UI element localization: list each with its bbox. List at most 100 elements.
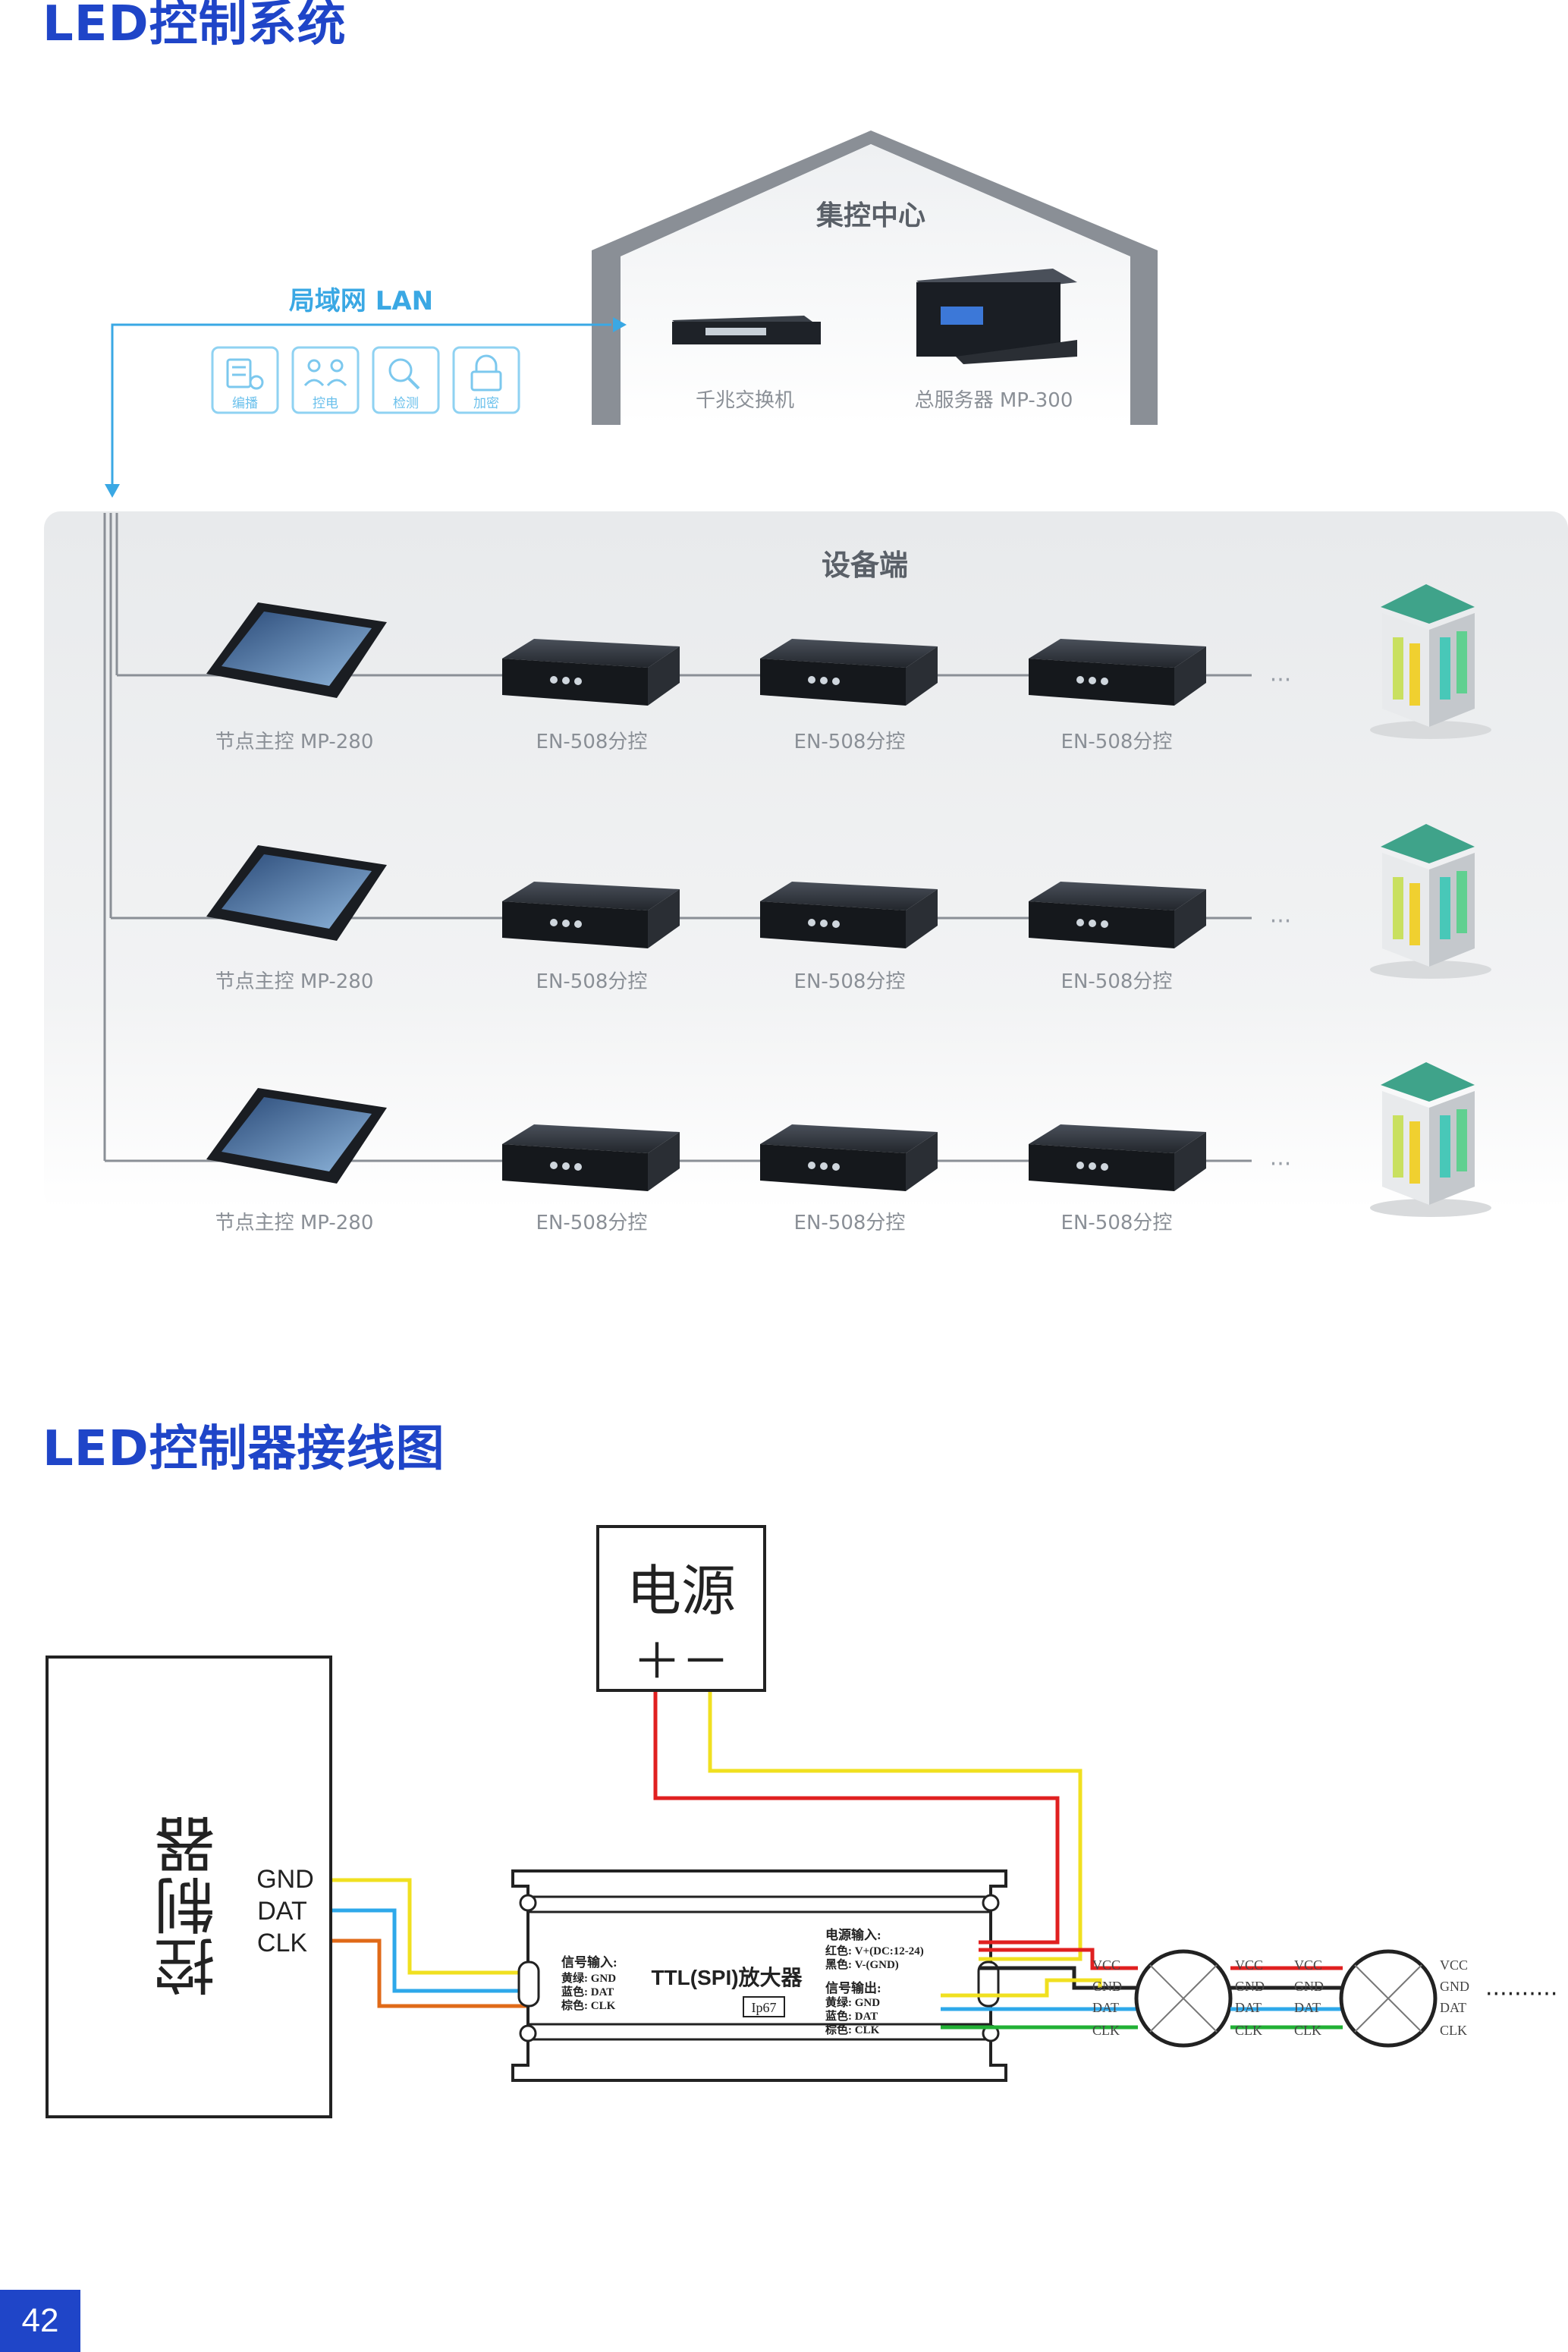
controller-label: EN-508分控 (1061, 970, 1173, 993)
pixel-pin-label: DAT (1235, 2000, 1262, 2015)
signal-out-title: 信号输出: (825, 1980, 881, 1995)
pixel-pin-label: GND (1235, 1979, 1265, 1994)
signal-out-line: 黄绿: GND (825, 1995, 880, 2009)
more-indicator: ··· (1270, 908, 1292, 935)
amp-title: TTL(SPI)放大器 (651, 1965, 803, 1989)
node-label: 节点主控 MP-280 (215, 970, 374, 993)
more-indicator: ··· (1270, 1151, 1292, 1178)
pixel-pin-label: CLK (1235, 2023, 1262, 2038)
power-in-title: 电源输入: (825, 1927, 881, 1942)
node-label: 节点主控 MP-280 (215, 731, 374, 753)
server-label: 总服务器 MP-300 (915, 389, 1073, 412)
controller-box-icon (502, 639, 680, 706)
controller-port-label: GND (256, 1865, 314, 1894)
ttl-amplifier: TTL(SPI)放大器 Ip67 信号输入: 黄绿: GND 蓝色: DAT 棕… (511, 1869, 1007, 2082)
lan-function-label: 检测 (393, 396, 419, 411)
controller-box-icon (760, 882, 938, 948)
controller-label: EN-508分控 (1061, 1212, 1173, 1234)
magnifier-icon (372, 346, 440, 414)
device-row: 节点主控 MP-280 EN-508分控 EN-508分控 EN-508分控 ·… (206, 1062, 1491, 1234)
pixel-pin-label: VCC (1235, 1957, 1263, 1973)
tablet-icon (206, 602, 387, 698)
input-wires (332, 1878, 543, 2008)
device-row: 节点主控 MP-280 EN-508分控 EN-508分控 EN-508分控 ·… (206, 824, 1491, 993)
controller-box-icon (1029, 1124, 1206, 1191)
switch-label: 千兆交换机 (696, 389, 794, 412)
lan-function-icons: 编播 控电 检测 加密 (211, 346, 520, 414)
controller-box-icon (1029, 639, 1206, 706)
controller: 控制器 GND DAT CLK (46, 1656, 332, 2118)
pixel-pin-label: CLK (1440, 2023, 1467, 2038)
power-title: 电源 (627, 1559, 736, 1623)
center-title: 集控中心 (815, 200, 925, 231)
controller-label: EN-508分控 (536, 970, 648, 993)
controller-label: EN-508分控 (536, 1212, 648, 1234)
controller-box-icon (502, 882, 680, 948)
controller-port-label: DAT (257, 1897, 306, 1926)
pixel-pin-label: DAT (1440, 2000, 1466, 2015)
page-number: 42 (0, 2290, 80, 2352)
lan-function-label: 编播 (232, 396, 258, 411)
power-in-line: 黑色: V-(GND) (825, 1957, 899, 1971)
controller-label: EN-508分控 (794, 731, 906, 753)
led-pixel: VCC GND DAT CLK (1092, 1949, 1233, 2048)
lock-icon (452, 346, 520, 414)
signal-in-line: 蓝色: DAT (561, 1985, 614, 1998)
signal-in-line: 黄绿: GND (561, 1971, 616, 1985)
chain-wires (1230, 1966, 1343, 2030)
users-icon (291, 346, 360, 414)
controller-port-label: CLK (257, 1929, 307, 1957)
pixel-pin-label: GND (1440, 1979, 1469, 1994)
main-server-icon (916, 269, 1077, 364)
gigabit-switch-icon (672, 316, 821, 344)
controller-label: EN-508分控 (794, 970, 906, 993)
signal-in-title: 信号输入: (561, 1954, 617, 1970)
pixel-pin-label: VCC (1294, 1957, 1322, 1973)
power-supply: 电源 ＋－ (596, 1525, 766, 1692)
building-icon (1370, 1062, 1491, 1217)
controller-box-icon (760, 639, 938, 706)
controller-box-icon (1029, 882, 1206, 948)
pixel-pin-label: GND (1092, 1979, 1122, 1994)
controller-title: 控制器 (155, 1815, 225, 1997)
signal-out-line: 蓝色: DAT (825, 2009, 878, 2023)
more-indicator: ··· (1270, 667, 1292, 693)
pixel-pin-label: CLK (1294, 2023, 1321, 2038)
list-icon (211, 346, 279, 414)
pixel-pin-label: VCC (1092, 1957, 1120, 1973)
led-pixel: VCC GND DAT CLK (1339, 1949, 1469, 2048)
controller-label: EN-508分控 (1061, 731, 1173, 753)
pixel-pin-label: DAT (1294, 2000, 1321, 2015)
more-indicator: ·········· (1485, 1981, 1557, 2008)
lan-function-label: 控电 (313, 396, 338, 411)
lan-label: 局域网 LAN (289, 286, 433, 316)
device-title: 设备端 (822, 549, 908, 582)
building-icon (1370, 584, 1491, 739)
pixel-pin-label: VCC (1440, 1957, 1468, 1973)
control-center: 集控中心 千兆交换机 总服务器 MP-300 (592, 130, 1158, 425)
controller-box-icon (502, 1124, 680, 1191)
tablet-icon (206, 845, 387, 941)
controller-label: EN-508分控 (536, 731, 648, 753)
pixel-pin-label: GND (1294, 1979, 1324, 1994)
lan-link: 局域网 LAN (105, 286, 627, 498)
pixel-pin-label: CLK (1092, 2023, 1120, 2038)
building-icon (1370, 824, 1491, 979)
pixel-pin-label: DAT (1092, 2000, 1119, 2015)
controller-box-icon (760, 1124, 938, 1191)
device-row: 节点主控 MP-280 EN-508分控 EN-508分控 EN-508分控 ·… (206, 584, 1491, 753)
lan-function-label: 加密 (473, 396, 499, 411)
controller-label: EN-508分控 (794, 1212, 906, 1234)
signal-out-line: 棕色: CLK (825, 2023, 880, 2036)
power-wires (653, 1692, 1083, 1961)
section-title-system: LED控制系统 (42, 0, 347, 52)
power-terminals: ＋－ (633, 1634, 730, 1690)
tablet-icon (206, 1088, 387, 1184)
power-in-line: 红色: V+(DC:12-24) (825, 1944, 924, 1957)
amp-rating: Ip67 (752, 2000, 777, 2015)
output-wires (941, 1948, 1138, 2030)
signal-in-line: 棕色: CLK (561, 1998, 616, 2012)
section-title-wiring: LED控制器接线图 (42, 1421, 445, 1477)
node-label: 节点主控 MP-280 (215, 1212, 374, 1234)
